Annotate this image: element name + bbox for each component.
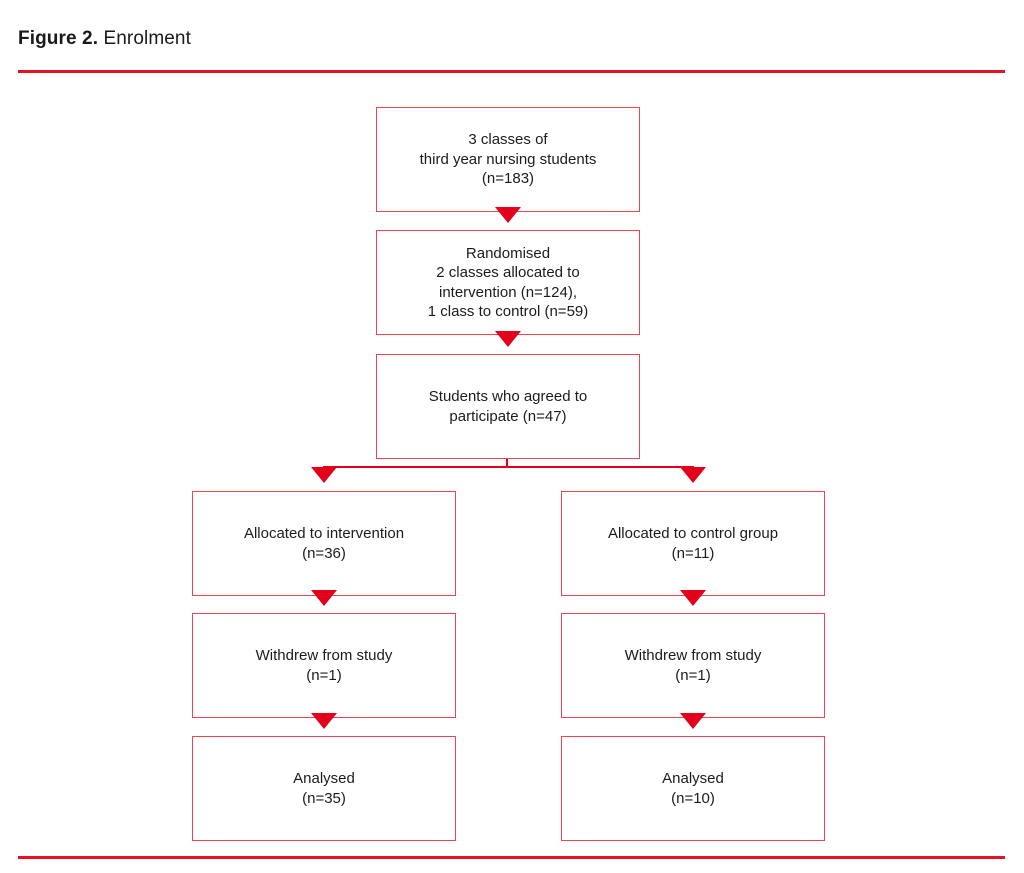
connector-stem xyxy=(506,459,509,468)
node-text: Allocated to intervention (n=36) xyxy=(243,525,405,562)
arrow-down-icon-control-to-withdrew xyxy=(680,590,706,606)
node-screened-classes: 3 classes of third year nursing students… xyxy=(376,107,640,212)
arrow-down-icon-intervention-to-withdrew xyxy=(311,590,337,606)
arrow-down-icon-withdrew-to-analysed-control xyxy=(680,713,706,729)
arrow-down-icon-randomised-to-agreed xyxy=(495,331,521,347)
figure-title: Figure 2. Enrolment xyxy=(18,28,191,50)
node-analysed-control: Analysed (n=10) xyxy=(561,736,825,841)
node-text: Analysed (n=35) xyxy=(293,770,355,807)
node-allocated-intervention: Allocated to intervention (n=36) xyxy=(192,491,456,596)
arrow-down-icon-to-intervention xyxy=(311,467,337,483)
node-students-agreed: Students who agreed to participate (n=47… xyxy=(376,354,640,459)
figure-caption: Enrolment xyxy=(103,28,191,49)
top-rule-divider xyxy=(18,70,1005,73)
node-text: Analysed (n=10) xyxy=(662,770,724,807)
bottom-rule-divider xyxy=(18,856,1005,859)
arrow-down-icon-to-control xyxy=(680,467,706,483)
node-analysed-intervention: Analysed (n=35) xyxy=(192,736,456,841)
node-text: Withdrew from study (n=1) xyxy=(624,647,762,684)
node-randomised: Randomised 2 classes allocated to interv… xyxy=(376,230,640,335)
node-text: Students who agreed to participate (n=47… xyxy=(428,388,588,425)
node-text: Allocated to control group (n=11) xyxy=(607,525,779,562)
node-text: 3 classes of third year nursing students… xyxy=(419,131,597,188)
figure-label: Figure 2. xyxy=(18,28,99,49)
node-withdrew-control: Withdrew from study (n=1) xyxy=(561,613,825,718)
node-text: Withdrew from study (n=1) xyxy=(255,647,393,684)
node-withdrew-intervention: Withdrew from study (n=1) xyxy=(192,613,456,718)
node-text: Randomised 2 classes allocated to interv… xyxy=(427,244,589,321)
arrow-down-icon-classes-to-randomised xyxy=(495,207,521,223)
arrow-down-icon-withdrew-to-analysed-intervention xyxy=(311,713,337,729)
node-allocated-control: Allocated to control group (n=11) xyxy=(561,491,825,596)
connector-horizontal-bar xyxy=(324,466,694,469)
